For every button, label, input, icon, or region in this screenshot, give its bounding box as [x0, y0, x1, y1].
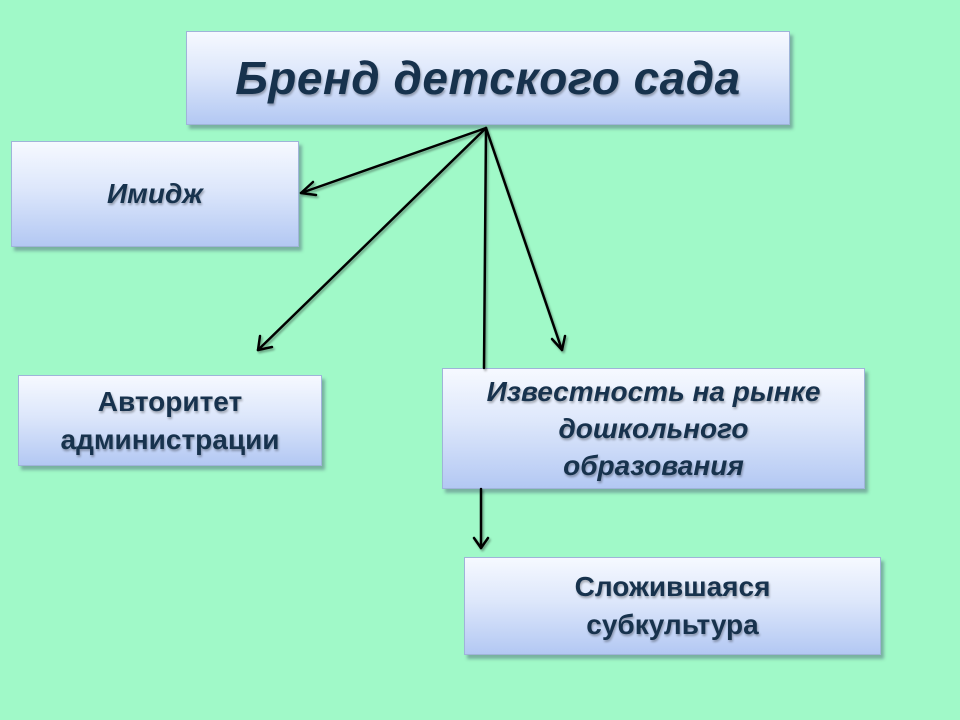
node-subculture-line-2: субкультура [586, 609, 759, 640]
arrow-to-image [299, 126, 488, 195]
node-fame-line-2: дошкольного [558, 413, 749, 444]
node-subculture-line-1: Сложившаяся [574, 571, 771, 602]
node-image: Имидж [11, 141, 299, 247]
arrow-to-fame [484, 126, 564, 352]
node-authority-line-2: администрации [60, 423, 280, 455]
node-fame-line-3: образования [563, 450, 744, 481]
node-authority: Авторитет администрации [18, 375, 322, 466]
arrowhead-subculture [472, 536, 490, 550]
line-to-fame-top [482, 126, 488, 370]
node-subculture: Сложившаяся субкультура [464, 557, 881, 655]
node-authority-line-1: Авторитет [97, 385, 243, 417]
arrowhead-authority [256, 334, 274, 352]
diagram-title-box: Бренд детского сада [186, 31, 790, 125]
diagram-title: Бренд детского сада [235, 52, 741, 104]
arrowhead-image [299, 180, 318, 197]
node-fame: Известность на рынке дошкольного образов… [442, 368, 865, 489]
arrowhead-fame [550, 334, 567, 352]
node-image-label: Имидж [107, 178, 203, 209]
node-fame-line-1: Известность на рынке [486, 376, 821, 407]
